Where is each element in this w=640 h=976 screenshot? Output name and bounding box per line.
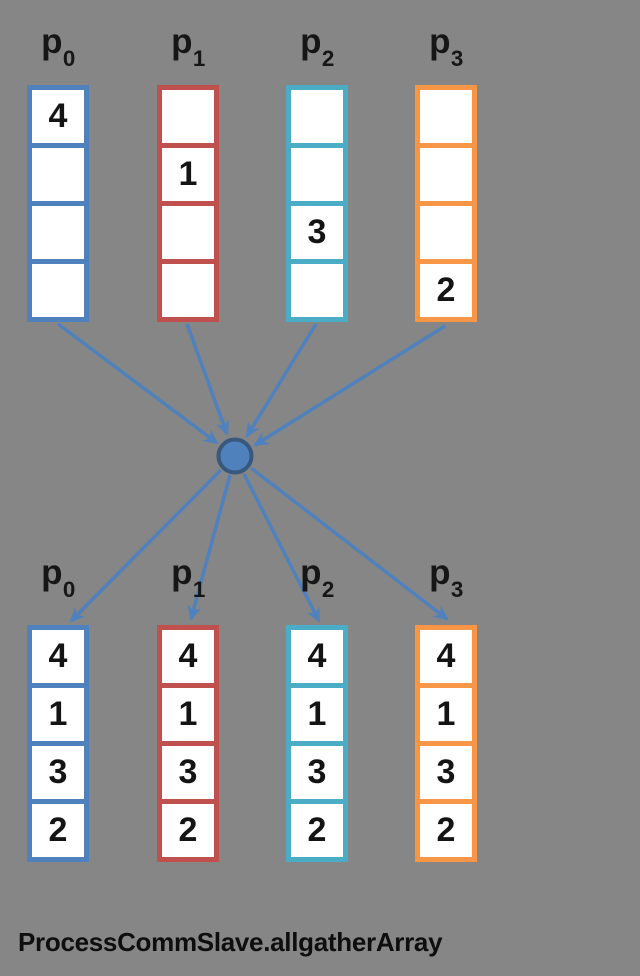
gather-arrow-from-p0 [56,322,219,445]
array-column-bottom-p2: 4 1 3 2 [286,625,348,862]
process-label-bottom-p0: p0 [27,553,89,601]
array-cell [162,206,214,259]
gather-arrow-from-p3 [253,324,446,447]
process-label-base: p [171,553,193,592]
process-label-sub: 2 [321,576,335,602]
gather-arrow-from-p1 [185,323,230,436]
process-label-top-p2: p2 [286,22,348,70]
process-label-base: p [171,22,193,61]
array-cell [420,148,472,201]
array-cell [420,206,472,259]
array-cell: 1 [162,148,214,201]
array-cell: 2 [32,804,84,857]
array-cell [32,264,84,317]
process-label-sub: 2 [321,45,335,71]
array-cell: 2 [162,804,214,857]
caption: ProcessCommSlave.allgatherArray [18,927,443,957]
process-label-sub: 0 [62,576,76,602]
array-column-bottom-p0: 4 1 3 2 [27,625,89,862]
array-cell: 4 [32,90,84,143]
process-label-sub: 1 [192,576,206,602]
array-column-top-p0: 4 [27,85,89,322]
scatter-arrow-to-p3 [249,466,449,621]
process-label-base: p [300,553,322,592]
array-cell [291,264,343,317]
process-label-base: p [300,22,322,61]
array-cell: 2 [420,804,472,857]
array-cell: 1 [420,688,472,741]
process-label-bottom-p1: p1 [157,553,219,601]
array-column-top-p1: 1 [157,85,219,322]
array-cell: 4 [291,630,343,683]
process-label-base: p [429,22,451,61]
array-cell: 4 [32,630,84,683]
process-label-base: p [41,22,63,61]
array-cell: 3 [291,206,343,259]
process-label-sub: 1 [192,45,206,71]
array-cell [291,148,343,201]
process-label-base: p [429,553,451,592]
array-column-bottom-p1: 4 1 3 2 [157,625,219,862]
array-cell [162,264,214,317]
process-label-top-p3: p3 [415,22,477,70]
array-cell: 3 [32,746,84,799]
process-label-sub: 3 [450,576,464,602]
process-label-sub: 3 [450,45,464,71]
array-cell: 4 [162,630,214,683]
process-label-top-p1: p1 [157,22,219,70]
array-cell: 3 [420,746,472,799]
gather-node-circle [216,437,254,475]
array-cell [32,148,84,201]
array-column-top-p3: 2 [415,85,477,322]
array-cell [291,90,343,143]
process-label-base: p [41,553,63,592]
array-cell: 1 [162,688,214,741]
array-column-bottom-p3: 4 1 3 2 [415,625,477,862]
array-cell [32,206,84,259]
array-cell: 2 [291,804,343,857]
array-cell: 3 [162,746,214,799]
array-cell: 1 [32,688,84,741]
array-cell: 1 [291,688,343,741]
gather-arrow-from-p2 [245,323,318,438]
scatter-arrow-to-p2 [242,473,321,623]
process-label-top-p0: p0 [27,22,89,70]
process-label-sub: 0 [62,45,76,71]
array-cell: 2 [420,264,472,317]
array-cell: 4 [420,630,472,683]
process-label-bottom-p2: p2 [286,553,348,601]
process-label-bottom-p3: p3 [415,553,477,601]
array-cell [420,90,472,143]
array-cell [162,90,214,143]
array-column-top-p2: 3 [286,85,348,322]
array-cell: 3 [291,746,343,799]
